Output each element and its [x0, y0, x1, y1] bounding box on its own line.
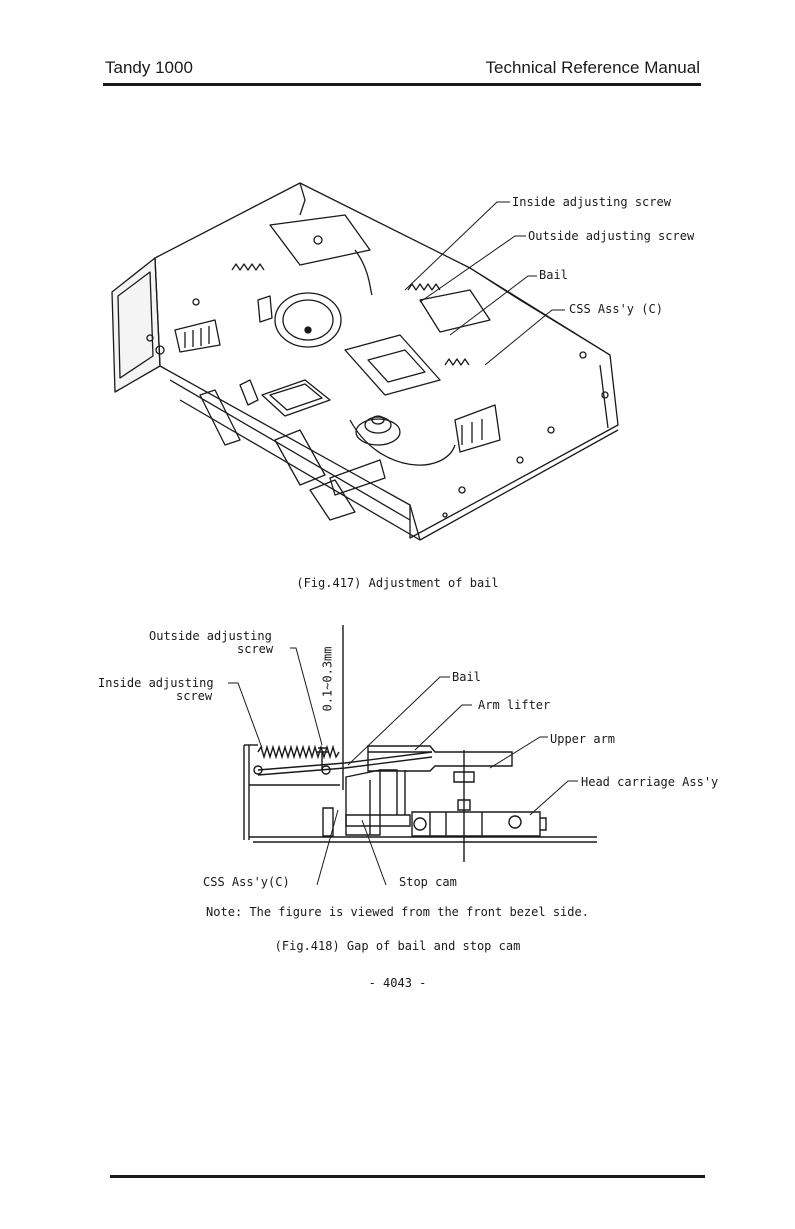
- fig418-cross-section-diagram: [228, 625, 597, 886]
- fig417-caption: (Fig.417) Adjustment of bail: [296, 576, 499, 590]
- fig417-drive-illustration: [111, 182, 619, 541]
- label-upper-arm: Upper arm: [550, 732, 616, 746]
- label-stop-cam: Stop cam: [399, 875, 457, 889]
- label-outside-adjusting-line1: Outside adjusting: [149, 629, 272, 643]
- fig418-caption: (Fig.418) Gap of bail and stop cam: [274, 939, 521, 953]
- label-outside-adjusting-screw: Outside adjusting screw: [528, 229, 695, 243]
- label-gap-dimension: 0.1~0.3mm: [320, 646, 335, 712]
- header-manual-name: Technical Reference Manual: [485, 58, 700, 77]
- label-arm-lifter: Arm lifter: [478, 698, 551, 712]
- label-css-assy: CSS Ass'y(C): [203, 875, 290, 889]
- page-number: - 4043 -: [368, 976, 427, 990]
- header-rule: [103, 83, 701, 86]
- footer-rule: [110, 1175, 705, 1178]
- label-inside-adjusting-line2: screw: [176, 689, 213, 703]
- label-head-carriage: Head carriage Ass'y: [581, 775, 719, 789]
- header-title: Tandy 1000: [105, 58, 193, 77]
- label-bail: Bail: [539, 268, 568, 282]
- label-css-assy: CSS Ass'y (C): [569, 302, 663, 316]
- label-inside-adjusting-screw: Inside adjusting screw: [512, 195, 671, 209]
- label-bail: Bail: [452, 670, 481, 684]
- label-inside-adjusting-line1: Inside adjusting: [98, 676, 214, 690]
- fig418-note: Note: The figure is viewed from the fron…: [206, 905, 589, 919]
- label-outside-adjusting-line2: screw: [237, 642, 274, 656]
